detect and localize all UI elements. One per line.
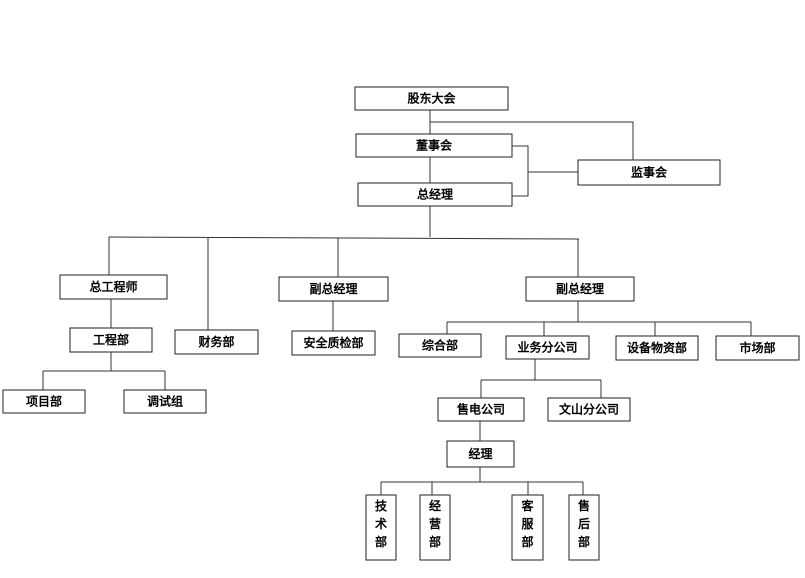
node-box xyxy=(511,494,544,561)
node-supervisors: 监事会 xyxy=(577,159,721,186)
node-label: 售后部 xyxy=(578,498,590,549)
node-box xyxy=(357,182,513,207)
node-box xyxy=(577,159,721,186)
node-business-branch: 业务分公司 xyxy=(505,335,590,360)
node-customer-service-dept: 客服部 xyxy=(511,494,544,561)
node-label: 总工程师 xyxy=(89,279,137,294)
node-box xyxy=(398,333,482,358)
node-shareholders: 股东大会 xyxy=(354,86,509,111)
node-safety-quality-dept: 安全质检部 xyxy=(291,330,376,356)
node-board: 董事会 xyxy=(355,133,513,158)
node-engineering-dept: 工程部 xyxy=(69,327,153,353)
node-project-dept: 项目部 xyxy=(2,389,86,414)
node-box xyxy=(525,276,635,302)
node-equipment-dept: 设备物资部 xyxy=(615,335,699,361)
node-label: 董事会 xyxy=(416,138,453,153)
node-label: 客服部 xyxy=(520,498,534,549)
node-wenshan-branch: 文山分公司 xyxy=(547,397,631,422)
node-label: 市场部 xyxy=(739,340,775,355)
node-box xyxy=(437,397,525,422)
node-box xyxy=(568,494,600,561)
node-label: 项目部 xyxy=(26,394,62,409)
node-box xyxy=(505,335,590,360)
node-label: 股东大会 xyxy=(407,91,456,106)
node-manager: 经理 xyxy=(446,440,515,468)
node-label: 文山分公司 xyxy=(559,402,619,417)
node-general-dept: 综合部 xyxy=(398,333,482,358)
node-box xyxy=(291,330,376,356)
node-after-sales-dept: 售后部 xyxy=(568,494,600,561)
node-operation-dept: 经营部 xyxy=(419,494,451,561)
node-label: 技术部 xyxy=(374,498,388,549)
node-label: 监事会 xyxy=(631,165,668,180)
node-deputy-gm-2: 副总经理 xyxy=(525,276,635,302)
node-label: 设备物资部 xyxy=(627,340,687,355)
node-box xyxy=(547,397,631,422)
node-label: 业务分公司 xyxy=(517,340,577,355)
node-debug-group: 调试组 xyxy=(123,389,207,414)
node-tech-dept: 技术部 xyxy=(365,494,397,561)
node-box xyxy=(615,335,699,361)
connector xyxy=(430,121,634,160)
node-label: 财务部 xyxy=(197,334,234,349)
node-label: 售电公司 xyxy=(457,402,505,417)
node-general-manager: 总经理 xyxy=(357,182,513,207)
node-label: 调试组 xyxy=(147,394,183,409)
node-finance-dept: 财务部 xyxy=(174,329,259,355)
connector xyxy=(108,236,580,240)
node-chief-engineer: 总工程师 xyxy=(59,274,168,300)
node-box xyxy=(355,133,513,158)
node-label: 综合部 xyxy=(422,338,458,353)
node-label: 副总经理 xyxy=(309,281,357,296)
node-box xyxy=(123,389,207,414)
node-box xyxy=(174,329,259,355)
node-label: 经营部 xyxy=(429,498,441,549)
node-box xyxy=(446,440,515,468)
node-box xyxy=(354,86,509,111)
node-box xyxy=(365,494,397,561)
node-box xyxy=(715,335,800,361)
node-market-dept: 市场部 xyxy=(715,335,800,361)
node-power-sales-company: 售电公司 xyxy=(437,397,525,422)
node-box xyxy=(2,389,86,414)
node-label: 总经理 xyxy=(417,187,453,202)
connector xyxy=(512,145,529,197)
node-label: 副总经理 xyxy=(556,281,604,296)
node-label: 经理 xyxy=(468,446,492,461)
node-box xyxy=(419,494,451,561)
connector-lines xyxy=(42,110,752,495)
node-box xyxy=(278,276,389,302)
node-deputy-gm-1: 副总经理 xyxy=(278,276,389,302)
node-box xyxy=(69,327,153,353)
node-box xyxy=(59,274,168,300)
node-label: 工程部 xyxy=(93,332,129,347)
node-label: 安全质检部 xyxy=(303,335,363,350)
